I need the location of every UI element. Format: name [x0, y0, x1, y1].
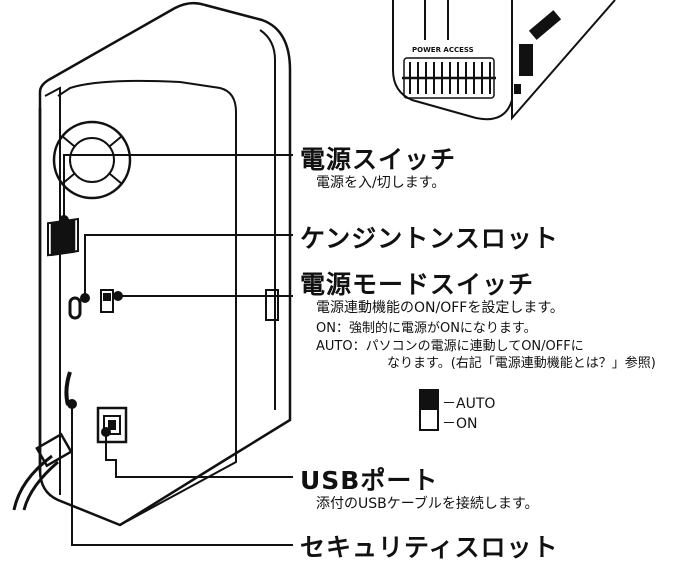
device-front-view [392, 0, 616, 121]
kensington-slot-title: ケンジントンスロット [300, 224, 559, 253]
power-mode-auto-desc-1: AUTO：パソコンの電源に連動してON/OFFに [316, 339, 584, 354]
leader-lines [59, 154, 293, 546]
switch-legend-graphic [419, 389, 439, 431]
power-mode-switch-title: 電源モードスイッチ [300, 270, 535, 299]
power-switch-title: 電源スイッチ [300, 145, 457, 174]
device-rear-view [12, 1, 292, 527]
usb-port-title: USBポート [300, 466, 439, 495]
security-slot-title: セキュリティスロット [300, 533, 559, 562]
usb-port-desc: 添付のUSBケーブルを接続します。 [316, 496, 539, 512]
power-mode-switch-desc: 電源連動機能のON/OFFを設定します。 [316, 300, 564, 316]
power-switch-desc: 電源を入/切します。 [316, 175, 446, 191]
power-mode-auto-desc-2: なります。(右記「電源連動機能とは？」参照) [387, 356, 656, 371]
front-label: POWER ACCESS [412, 46, 474, 54]
power-mode-on-desc: ON：強制的に電源がONになります。 [316, 321, 537, 336]
switch-legend-auto: －AUTO [442, 396, 496, 412]
switch-legend-on: －ON [442, 416, 478, 432]
